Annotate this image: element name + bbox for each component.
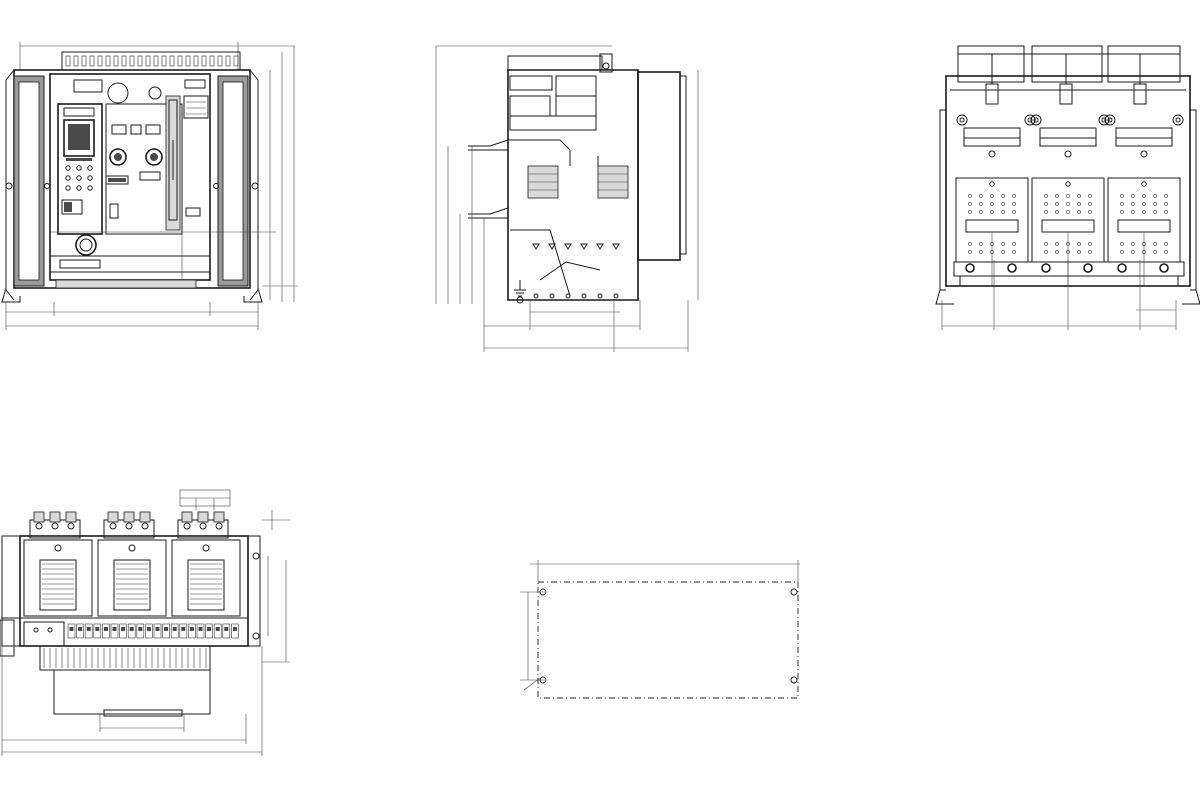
right-mount-hole: [251, 182, 259, 190]
rear-terminal-l1: [957, 45, 1025, 83]
spring-charge-indicator: [107, 82, 129, 104]
left-mount-hole: [5, 182, 13, 190]
off-button: [145, 148, 163, 166]
mount-hole-bl: [539, 676, 547, 684]
front-plate: [49, 73, 211, 281]
trip-unit: [57, 103, 103, 235]
on-button: [109, 148, 127, 166]
trip-unit-cover: [61, 199, 83, 215]
lamp-2: [130, 124, 142, 135]
top-terminal-strip: [61, 51, 241, 71]
rating-label: [73, 79, 103, 93]
status-indicator: [148, 86, 162, 100]
brand-label: [59, 259, 101, 269]
top-body: [19, 535, 249, 647]
cooling-fins: [39, 645, 211, 671]
aux-terminals: [183, 95, 209, 119]
side-view: [435, 45, 699, 352]
rear-terminal-l2: [1031, 45, 1103, 83]
charging-handle: [75, 234, 97, 256]
lamp-1: [111, 124, 127, 135]
rear-cover: [637, 71, 681, 261]
mounting-hole-pattern: [520, 560, 800, 699]
mount-hole-br: [790, 676, 798, 684]
front-view: [1, 42, 298, 330]
trip-unit-display: [63, 119, 95, 157]
cutout-outline: [537, 581, 799, 699]
control-panel: [105, 103, 183, 235]
top-view: [0, 489, 290, 756]
top-post: [599, 53, 613, 73]
mount-hole-tl: [539, 588, 547, 596]
ground-symbol: [514, 280, 526, 297]
lamp-3: [145, 124, 161, 135]
rear-terminal-l3: [1107, 45, 1181, 83]
mount-hole-tr: [790, 588, 798, 596]
rear-view: [935, 45, 1200, 330]
